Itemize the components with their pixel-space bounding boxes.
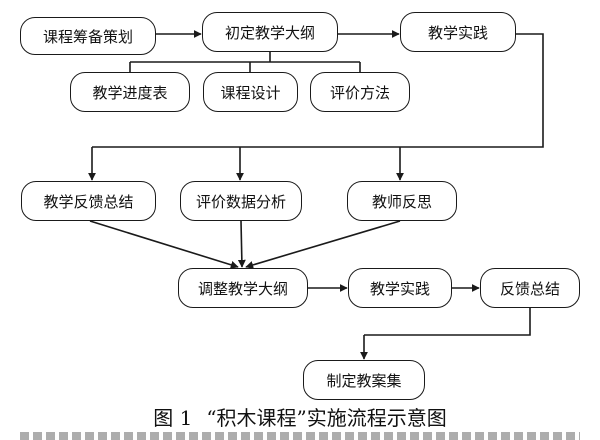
branch-outline-to-components [129, 52, 361, 72]
connector-feedback-to-lesson-plans [364, 308, 531, 336]
cropped-text-line [20, 432, 580, 440]
node-lesson-plan-set: 制定教案集 [303, 360, 425, 400]
arrow-analysis-to-adjust [237, 220, 246, 268]
node-course-design: 课程设计 [203, 72, 298, 112]
node-evaluation-data-analysis: 评价数据分析 [180, 181, 302, 221]
node-initial-outline: 初定教学大纲 [202, 12, 338, 52]
node-teaching-feedback-summary: 教学反馈总结 [21, 181, 156, 221]
node-course-planning: 课程筹备策划 [20, 17, 156, 55]
node-teaching-practice-second: 教学实践 [348, 268, 452, 308]
node-teaching-practice: 教学实践 [400, 12, 516, 52]
figure-title: “积木课程”实施流程示意图 [206, 406, 447, 430]
node-evaluation-method: 评价方法 [310, 72, 410, 112]
node-teacher-reflection: 教师反思 [347, 181, 457, 221]
node-adjust-outline: 调整教学大纲 [178, 268, 308, 308]
node-teaching-schedule: 教学进度表 [70, 72, 190, 112]
arrow-reflection-to-adjust [245, 220, 401, 269]
figure-caption: 图 1 “积木课程”实施流程示意图 [0, 402, 600, 431]
arrow-feedback-to-adjust [89, 220, 239, 269]
node-feedback-summary: 反馈总结 [480, 268, 580, 308]
connector-practice-to-reviews [92, 33, 544, 148]
figure-number: 图 1 [153, 406, 193, 430]
